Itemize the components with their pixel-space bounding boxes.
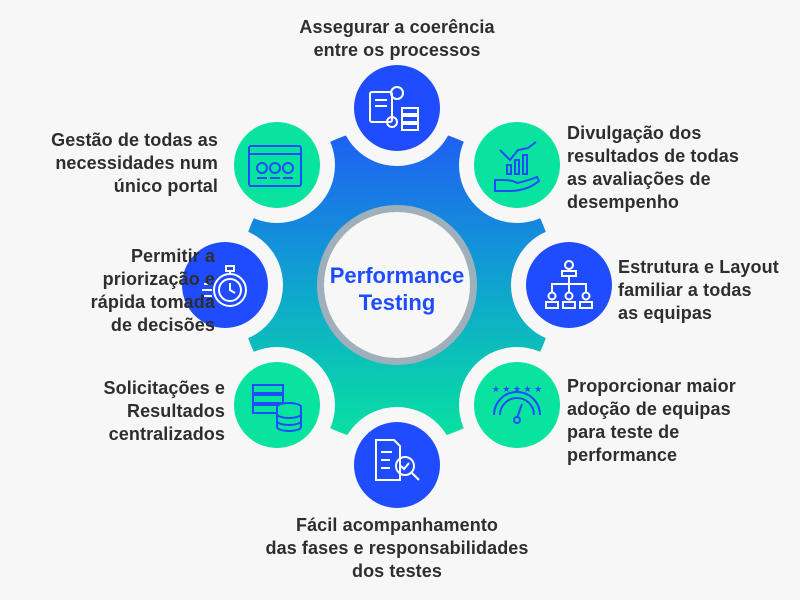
node-top xyxy=(354,65,440,151)
node-bottom-left xyxy=(234,362,320,448)
node-left xyxy=(182,242,268,328)
node-bottom xyxy=(354,422,440,508)
label-line: Assegurar a coerência xyxy=(299,17,495,37)
label-line: centralizados xyxy=(108,424,225,444)
browser-checklist-icon xyxy=(248,145,302,187)
document-gear-flow-icon xyxy=(369,86,419,131)
label-team-adoption: Proporcionar maior adoção de equipas par… xyxy=(567,375,736,467)
label-tracking: Fácil acompanhamento das fases e respons… xyxy=(222,514,572,583)
stopwatch-icon xyxy=(202,265,247,307)
label-line: das fases e responsabilidades xyxy=(265,538,529,558)
title-line: Testing xyxy=(358,290,436,315)
node-right xyxy=(526,242,612,328)
label-line: as equipas xyxy=(618,303,713,323)
label-line: Fácil acompanhamento xyxy=(295,515,499,535)
label-line: de decisões xyxy=(110,315,215,335)
label-line: Divulgação dos xyxy=(567,123,702,143)
label-consistency: Assegurar a coerência entre os processos xyxy=(247,16,547,62)
svg-text:★ ★ ★ ★ ★: ★ ★ ★ ★ ★ xyxy=(492,384,542,394)
label-line: priorização e xyxy=(102,269,215,289)
server-database-icon xyxy=(252,384,302,432)
node-top-left xyxy=(234,122,320,208)
label-prioritization: Permitir a priorização e rápida tomada d… xyxy=(91,245,215,337)
label-line: as avaliações de xyxy=(567,169,711,189)
label-centralized-requests: Solicitações e Resultados centralizados xyxy=(104,377,225,446)
label-line: entre os processos xyxy=(313,40,481,60)
org-chart-icon xyxy=(545,260,593,309)
label-line: para teste de xyxy=(567,422,680,442)
label-line: Solicitações e xyxy=(103,378,225,398)
label-line: performance xyxy=(567,445,678,465)
title-line: Performance xyxy=(329,263,465,288)
label-line: Resultados xyxy=(126,401,225,421)
label-line: dos testes xyxy=(351,561,443,581)
label-line: único portal xyxy=(113,176,218,196)
label-line: resultados de todas xyxy=(567,146,739,166)
node-bottom-right: ★ ★ ★ ★ ★ xyxy=(474,362,560,448)
center-circle xyxy=(324,212,470,358)
hand-chart-icon xyxy=(494,141,541,192)
label-line: necessidades num xyxy=(55,153,218,173)
label-line: Gestão de todas as xyxy=(51,130,218,150)
label-line: adoção de equipas xyxy=(567,399,731,419)
label-results-disclosure: Divulgação dos resultados de todas as av… xyxy=(567,122,739,214)
label-structure-layout: Estrutura e Layout familiar a todas as e… xyxy=(618,256,779,325)
label-single-portal: Gestão de todas as necessidades num únic… xyxy=(51,129,218,198)
label-line: Estrutura e Layout xyxy=(618,257,779,277)
document-magnifier-icon xyxy=(375,439,420,481)
label-line: desempenho xyxy=(567,192,680,212)
center-title: Performance Testing xyxy=(297,262,497,316)
rating-gauge-icon: ★ ★ ★ ★ ★ xyxy=(492,384,542,424)
label-line: familiar a todas xyxy=(618,280,752,300)
label-line: Permitir a xyxy=(130,246,215,266)
label-line: Proporcionar maior xyxy=(567,376,736,396)
node-top-right xyxy=(474,122,560,208)
label-line: rápida tomada xyxy=(90,292,215,312)
